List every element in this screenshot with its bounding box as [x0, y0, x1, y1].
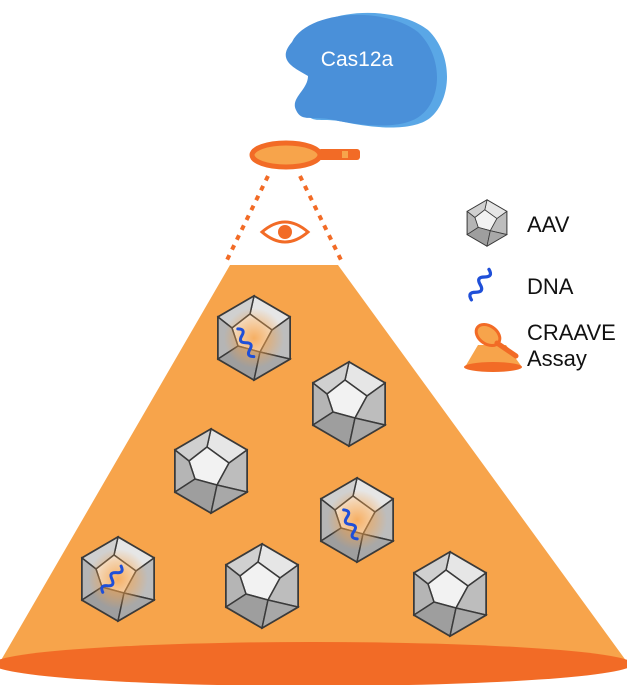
- aav-capsid-icon: [466, 199, 508, 247]
- legend: AAV DNA CRAAVE Assay: [464, 199, 616, 372]
- magnifier-icon: [249, 140, 360, 170]
- aav-capsid-4: [311, 474, 403, 566]
- legend-label-dna: DNA: [527, 274, 574, 299]
- legend-item-aav: AAV: [466, 199, 570, 247]
- cas12a-enzyme: Cas12a: [285, 12, 447, 128]
- eye-icon: [259, 220, 311, 244]
- beam-line-left: [224, 175, 270, 263]
- legend-label-craave: CRAAVE: [527, 320, 616, 345]
- legend-label-aav: AAV: [527, 212, 570, 237]
- assay-cone-base: [0, 642, 627, 685]
- aav-capsid-5: [72, 533, 164, 625]
- legend-label-assay: Assay: [527, 346, 587, 371]
- aav-capsid-1: [208, 292, 300, 384]
- craave-assay-icon: [464, 323, 522, 372]
- legend-item-craave: CRAAVE Assay: [464, 320, 616, 372]
- legend-item-dna: DNA: [466, 265, 574, 304]
- cas12a-shape: [285, 14, 437, 126]
- beam-line-right: [298, 175, 344, 263]
- dna-strand-icon: [466, 265, 494, 304]
- cas12a-label: Cas12a: [321, 48, 394, 71]
